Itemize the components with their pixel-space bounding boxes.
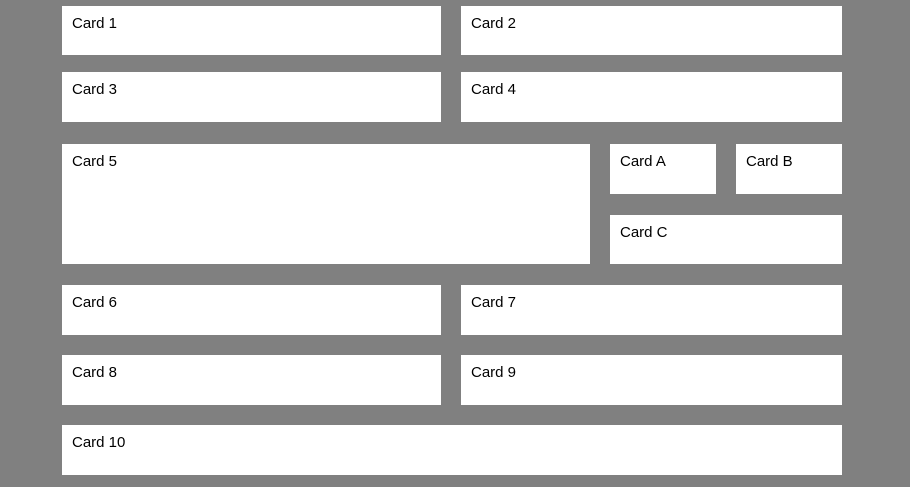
card-7-label: Card 7 (471, 294, 517, 311)
card-4-label: Card 4 (471, 81, 517, 98)
card-b-label: Card B (746, 153, 793, 170)
card-b: Card B (736, 144, 842, 194)
card-4: Card 4 (461, 72, 842, 122)
card-10-label: Card 10 (72, 434, 126, 451)
card-8-label: Card 8 (72, 364, 118, 381)
card-a: Card A (610, 144, 716, 194)
card-5: Card 5 (62, 144, 590, 264)
card-5-label: Card 5 (72, 153, 118, 170)
card-1: Card 1 (62, 6, 441, 55)
card-9: Card 9 (461, 355, 842, 405)
card-9-label: Card 9 (471, 364, 517, 381)
card-6-label: Card 6 (72, 294, 118, 311)
card-6: Card 6 (62, 285, 441, 335)
card-c-label: Card C (620, 224, 668, 241)
card-c: Card C (610, 215, 842, 264)
card-2-label: Card 2 (471, 15, 517, 32)
card-8: Card 8 (62, 355, 441, 405)
card-2: Card 2 (461, 6, 842, 55)
card-10: Card 10 (62, 425, 842, 475)
card-1-label: Card 1 (72, 15, 118, 32)
card-3-label: Card 3 (72, 81, 118, 98)
card-a-label: Card A (620, 153, 666, 170)
card-3: Card 3 (62, 72, 441, 122)
card-7: Card 7 (461, 285, 842, 335)
